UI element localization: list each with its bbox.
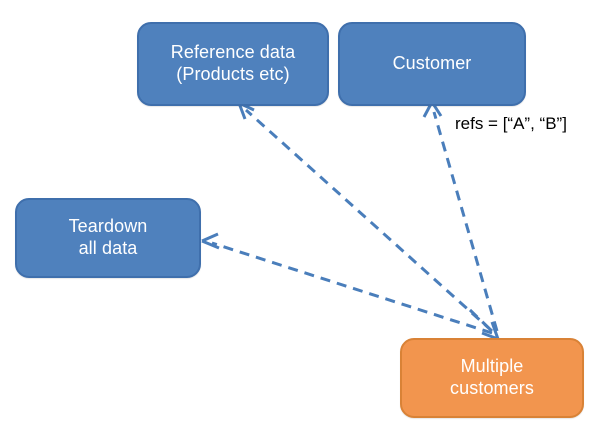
- node-multiple-customers[interactable]: Multiple customers: [400, 338, 584, 418]
- node-customer[interactable]: Customer: [338, 22, 526, 106]
- edge-into-multiple-customers: [468, 308, 500, 341]
- edge-multiple-customers-to-reference-data: [237, 101, 494, 333]
- node-reference-data[interactable]: Reference data (Products etc): [137, 22, 329, 106]
- edge-label-refs: refs = [“A”, “B”]: [455, 114, 567, 133]
- node-teardown-all-data[interactable]: Teardown all data: [15, 198, 201, 278]
- edge-multiple-customers-to-teardown: [201, 232, 493, 335]
- edge-multiple-customers-to-customer: [422, 101, 499, 332]
